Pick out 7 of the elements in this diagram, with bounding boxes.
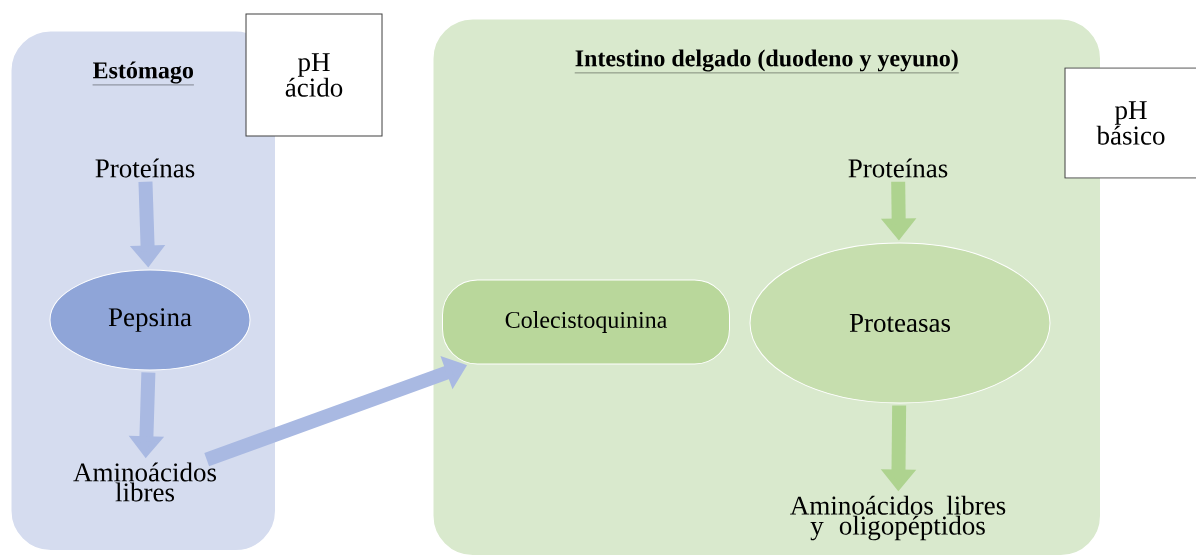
- product-label: Aminoácidos libres y oligopéptidos: [790, 495, 1006, 541]
- hormone-box: Colecistoquinina: [442, 279, 730, 365]
- product-label: Aminoácidos libres: [73, 462, 217, 502]
- substrate-label: Proteínas: [95, 158, 195, 178]
- ph-box: pH básico: [1064, 67, 1196, 179]
- ph-box: pH ácido: [245, 13, 383, 137]
- substrate-label: Proteínas: [848, 158, 948, 178]
